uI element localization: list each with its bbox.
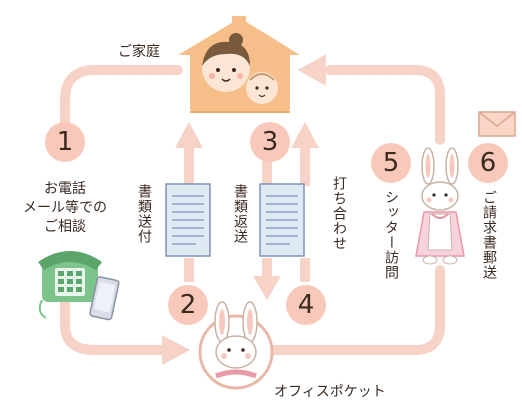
smartphone-icon [89,276,120,321]
documents-sent-label: 書類送付 [136,184,152,244]
step-4-label: 打ち合わせ [331,176,347,251]
step-4-badge: 4 [286,285,326,325]
step-3-badge: 3 [250,122,290,162]
step-1-label: お電話 メール等での ご相談 [23,181,107,235]
flow-line-right-top [325,65,445,145]
house-icon [178,16,300,113]
document-icon-returned [259,183,305,257]
office-label: オフィスポケット [274,384,386,400]
rabbit-sitter-icon [415,147,465,265]
home-label: ご家庭 [118,44,160,60]
arrow-meeting [291,122,319,282]
flow-arrowhead-to-office [162,335,190,365]
step-1-badge: 1 [45,122,85,162]
document-icon-sent [165,183,211,257]
telephone-icon [38,251,102,319]
envelope-icon [478,111,516,137]
rabbit-icon [198,301,274,390]
flow-line-left-top [60,65,183,133]
step-2-badge: 2 [168,285,208,325]
arrow-documents-returned [253,160,281,300]
flow-arrowhead-to-home [298,54,326,86]
step-5-badge: 5 [371,143,411,183]
step-5-label: シッター訪問 [383,190,399,280]
arrow-documents-sent [175,122,203,282]
flow-line-right-bottom [263,265,445,355]
step-6-badge: 6 [468,143,508,183]
step-3-label: 書類返送 [232,184,248,244]
step-6-label: ご請求書郵送 [481,190,497,280]
flow-line-left-bottom [60,295,170,355]
